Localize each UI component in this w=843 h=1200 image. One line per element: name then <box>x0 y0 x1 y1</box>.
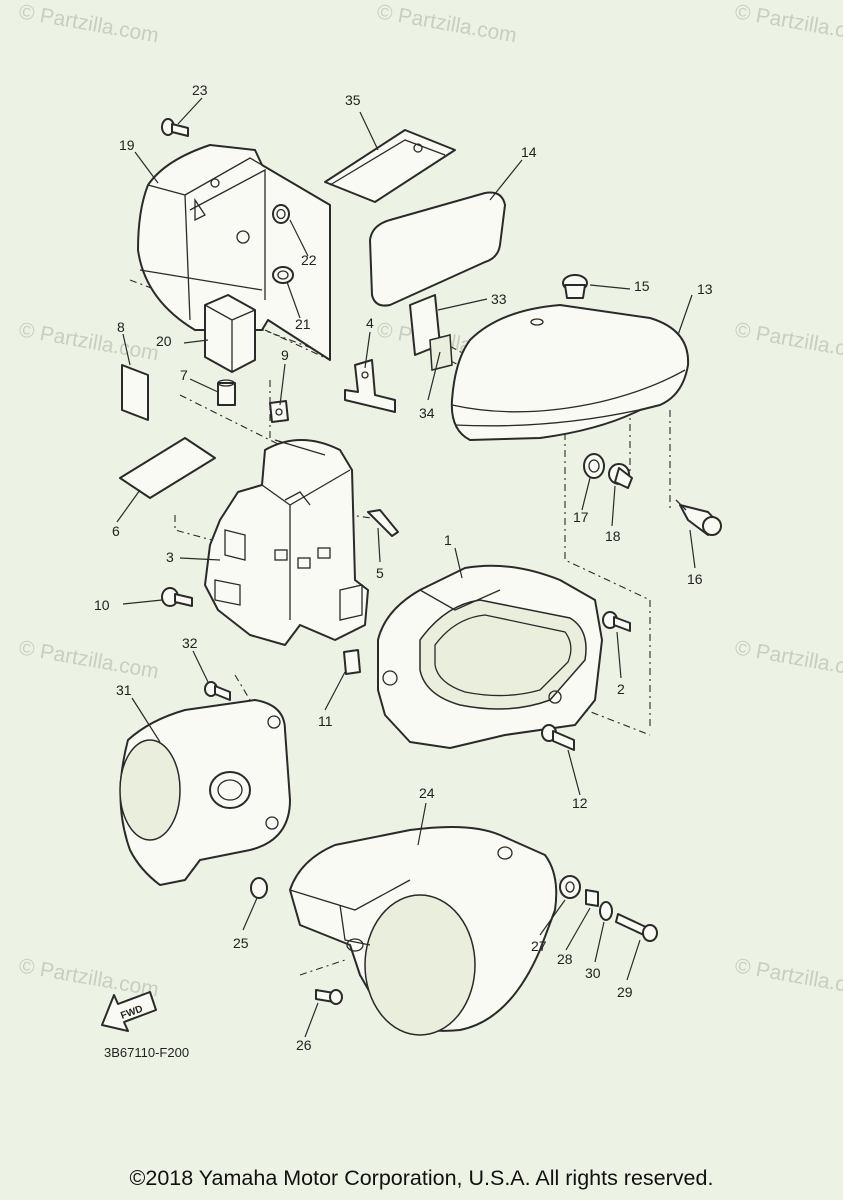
watermark-3: © Partzilla.com <box>733 0 843 47</box>
leader-lines <box>116 97 696 1038</box>
callout-8: 8 <box>117 319 125 335</box>
watermark-7: © Partzilla.com <box>17 636 160 683</box>
diagram-part-code: 3B67110-F200 <box>104 1045 190 1060</box>
callout-30: 30 <box>585 965 601 981</box>
part-23-bolt <box>161 118 189 137</box>
part-14-panel <box>369 191 506 307</box>
part-18-bushing <box>608 463 633 489</box>
part-5-pin <box>367 509 399 537</box>
callout-25: 25 <box>233 935 249 951</box>
watermark-4: © Partzilla.com <box>17 318 160 365</box>
part-34-plate <box>429 334 453 371</box>
watermark-12: © Partzilla.com <box>733 954 843 1001</box>
callout-14: 14 <box>521 144 537 160</box>
callout-1: 1 <box>444 532 452 548</box>
part-2-bolt <box>602 611 631 632</box>
callout-5: 5 <box>376 565 384 581</box>
watermark-6: © Partzilla.com <box>733 318 843 365</box>
callout-29: 29 <box>617 984 633 1000</box>
callout-32: 32 <box>182 635 198 651</box>
part-17-nut <box>583 453 605 479</box>
callout-4: 4 <box>366 315 374 331</box>
callout-23: 23 <box>192 82 208 98</box>
part-27-collar <box>559 875 581 899</box>
watermark-10: © Partzilla.com <box>17 954 160 1001</box>
part-26-bolt <box>315 989 343 1005</box>
part-31-cover <box>119 699 291 886</box>
part-12-bolt <box>541 724 575 751</box>
fwd-arrow-icon: FWD <box>101 991 157 1032</box>
callout-21: 21 <box>295 316 311 332</box>
part-35-pad <box>324 129 456 203</box>
callout-34: 34 <box>419 405 435 421</box>
callout-27: 27 <box>531 938 547 954</box>
part-16-lock <box>675 499 722 536</box>
part-6-plate <box>119 437 216 499</box>
part-30-washer <box>599 901 613 921</box>
callout-11: 11 <box>318 713 333 729</box>
part-13-cover <box>450 304 690 441</box>
callout-22: 22 <box>301 252 317 268</box>
callout-6: 6 <box>112 523 120 539</box>
callout-26: 26 <box>296 1037 312 1053</box>
callout-9: 9 <box>281 347 289 363</box>
callout-13: 13 <box>697 281 713 297</box>
watermark-2: © Partzilla.com <box>375 0 518 47</box>
part-24-cover <box>289 825 558 1036</box>
callout-3: 3 <box>166 549 174 565</box>
part-8-plate <box>121 364 149 421</box>
callout-16: 16 <box>687 571 703 587</box>
callout-28: 28 <box>557 951 573 967</box>
part-11-clip <box>343 649 361 675</box>
part-28-bushing <box>585 889 599 907</box>
callout-24: 24 <box>419 785 435 801</box>
callout-20: 20 <box>156 333 172 349</box>
callout-19: 19 <box>119 137 135 153</box>
part-10-bolt <box>161 587 193 607</box>
part-4-bracket <box>344 359 396 413</box>
callout-31: 31 <box>116 682 132 698</box>
part-15-grommet <box>562 274 588 299</box>
copyright-notice: ©2018 Yamaha Motor Corporation, U.S.A. A… <box>129 1166 714 1190</box>
callout-10: 10 <box>94 597 110 613</box>
part-19-side-cover <box>137 144 331 361</box>
part-9-nut <box>269 400 289 423</box>
callouts: 1 2 3 4 5 6 7 8 9 10 11 12 13 14 15 16 1… <box>94 82 713 1053</box>
part-1-cover <box>377 564 603 749</box>
callout-12: 12 <box>572 795 588 811</box>
callout-15: 15 <box>634 278 650 294</box>
watermark-1: © Partzilla.com <box>17 0 160 47</box>
part-7-damper <box>217 379 236 406</box>
part-32-bolt <box>204 681 231 701</box>
callout-33: 33 <box>491 291 507 307</box>
part-20-cushion <box>204 294 256 373</box>
grommets-21-22 <box>272 204 294 284</box>
part-25-collar <box>250 877 268 899</box>
callout-18: 18 <box>605 528 621 544</box>
callout-2: 2 <box>617 681 625 697</box>
callout-7: 7 <box>180 367 188 383</box>
part-3-battery-box <box>204 439 369 646</box>
callout-17: 17 <box>573 509 589 525</box>
watermark-9: © Partzilla.com <box>733 636 843 683</box>
part-29-bolt <box>615 913 658 942</box>
callout-35: 35 <box>345 92 361 108</box>
